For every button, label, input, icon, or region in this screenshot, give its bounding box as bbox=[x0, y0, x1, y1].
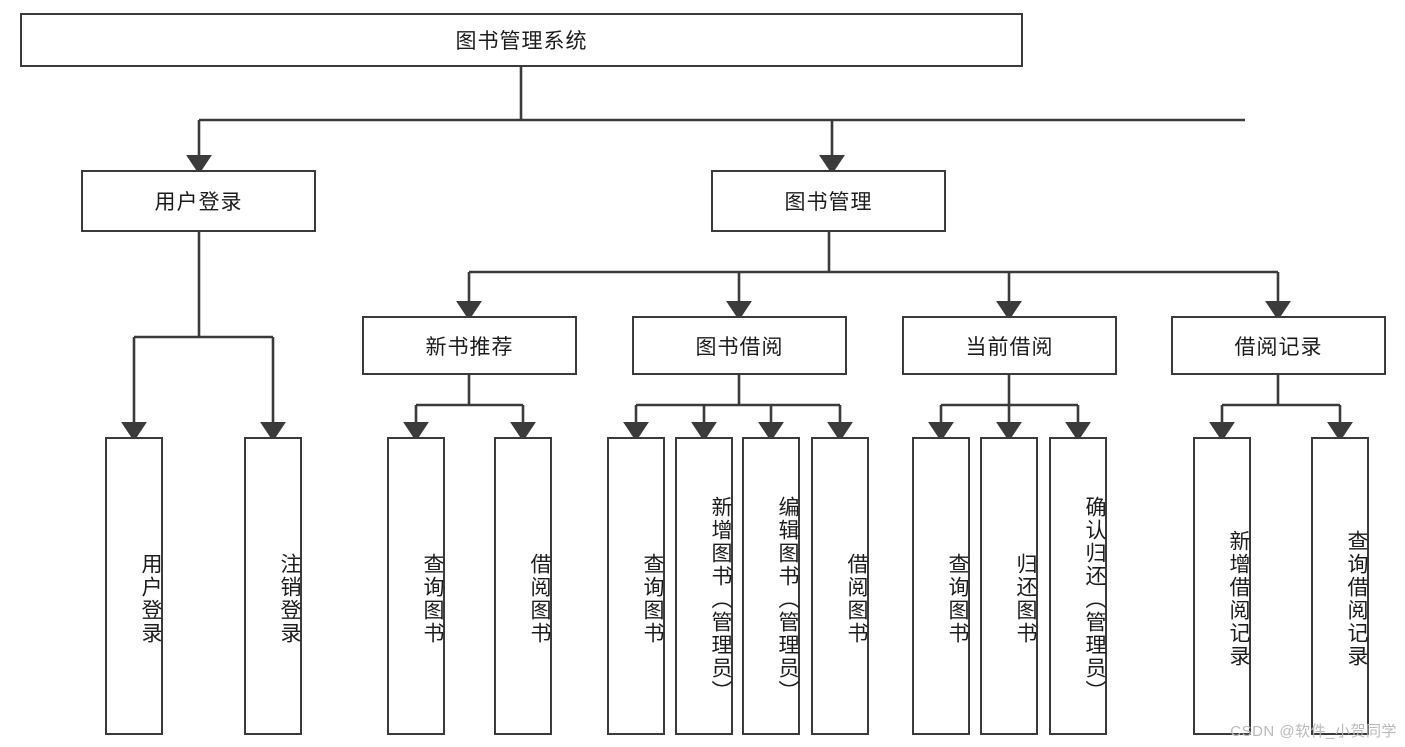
node-current-borrow[interactable]: 当前借阅 bbox=[902, 316, 1117, 375]
leaf-borrow-add-book-admin[interactable]: 新增图书（管理员） bbox=[675, 437, 733, 735]
node-root[interactable]: 图书管理系统 bbox=[20, 13, 1023, 67]
leaf-recommend-borrow-book[interactable]: 借阅图书 bbox=[494, 437, 552, 735]
leaf-current-confirm-return-admin[interactable]: 确认归还（管理员） bbox=[1049, 437, 1107, 735]
node-borrow-record[interactable]: 借阅记录 bbox=[1171, 316, 1386, 375]
leaf-record-add-borrow-record[interactable]: 新增借阅记录 bbox=[1193, 437, 1251, 735]
leaf-recommend-query-book[interactable]: 查询图书 bbox=[387, 437, 445, 735]
leaf-user-logout[interactable]: 注销登录 bbox=[244, 437, 302, 735]
leaf-borrow-edit-book-admin[interactable]: 编辑图书（管理员） bbox=[742, 437, 800, 735]
leaf-current-return-book[interactable]: 归还图书 bbox=[980, 437, 1038, 735]
leaf-user-login[interactable]: 用户登录 bbox=[105, 437, 163, 735]
leaf-record-query-borrow-record[interactable]: 查询借阅记录 bbox=[1311, 437, 1369, 735]
leaf-borrow-query-book[interactable]: 查询图书 bbox=[607, 437, 665, 735]
node-new-book-recommend[interactable]: 新书推荐 bbox=[362, 316, 577, 375]
leaf-borrow-borrow-book[interactable]: 借阅图书 bbox=[811, 437, 869, 735]
csdn-watermark: CSDN @软件_小贺同学 bbox=[1230, 723, 1397, 740]
node-book-borrow[interactable]: 图书借阅 bbox=[632, 316, 847, 375]
node-user-login[interactable]: 用户登录 bbox=[81, 170, 316, 232]
leaf-current-query-book[interactable]: 查询图书 bbox=[912, 437, 970, 735]
node-book-management[interactable]: 图书管理 bbox=[711, 170, 946, 232]
